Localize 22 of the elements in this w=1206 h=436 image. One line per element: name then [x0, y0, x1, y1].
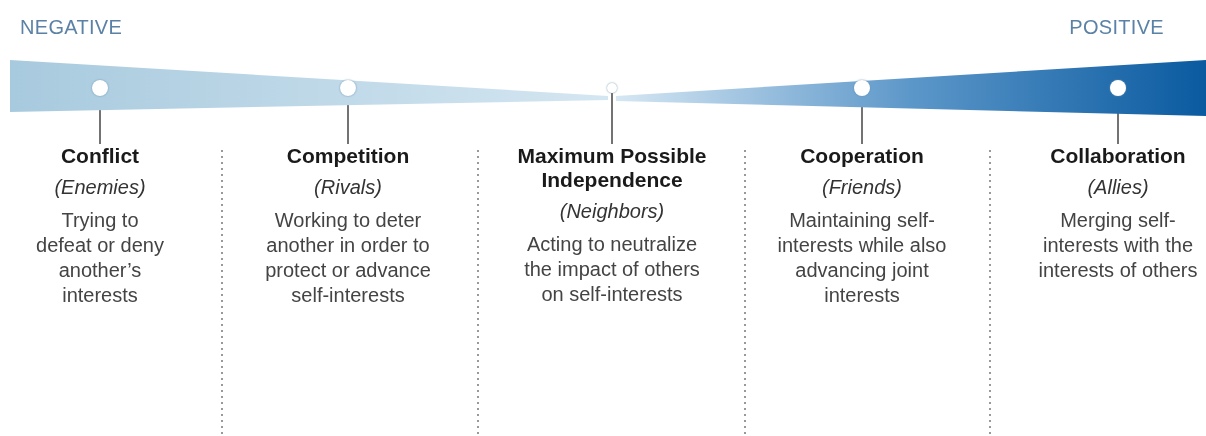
- description-text: Acting to neutralize the impact of others on self-interests: [523, 232, 701, 307]
- description-text: Merging self-interests with the interests of others: [1037, 208, 1199, 283]
- heading-text: Collaboration: [1049, 144, 1187, 168]
- subtitle-text: (Enemies): [53, 175, 147, 200]
- scale-end-label: POSITIVE: [1069, 16, 1164, 39]
- heading-text: Maximum Possible Independence: [517, 144, 707, 192]
- subtitle-text: (Rivals): [313, 175, 383, 200]
- marker-dot: [854, 80, 870, 96]
- marker-dot: [607, 83, 617, 93]
- scale-end-label: NEGATIVE: [20, 16, 123, 39]
- description-text: Maintaining self-interests while also advancing joint interests: [776, 208, 948, 308]
- description-text: Trying to defeat or deny another’s interests: [35, 208, 165, 308]
- heading-text: Cooperation: [799, 144, 925, 168]
- leader-line: [611, 92, 613, 145]
- subtitle-text: (Friends): [821, 175, 903, 200]
- heading-text: Conflict: [59, 144, 141, 168]
- marker-dot: [340, 80, 356, 96]
- spectrum-bar: [10, 60, 1206, 116]
- description-text: Working to deter another in order to protect or advance self-interests: [264, 208, 432, 308]
- subtitle-text: (Allies): [1086, 175, 1150, 200]
- subtitle-text: (Neighbors): [558, 199, 666, 224]
- heading-text: Competition: [285, 144, 411, 168]
